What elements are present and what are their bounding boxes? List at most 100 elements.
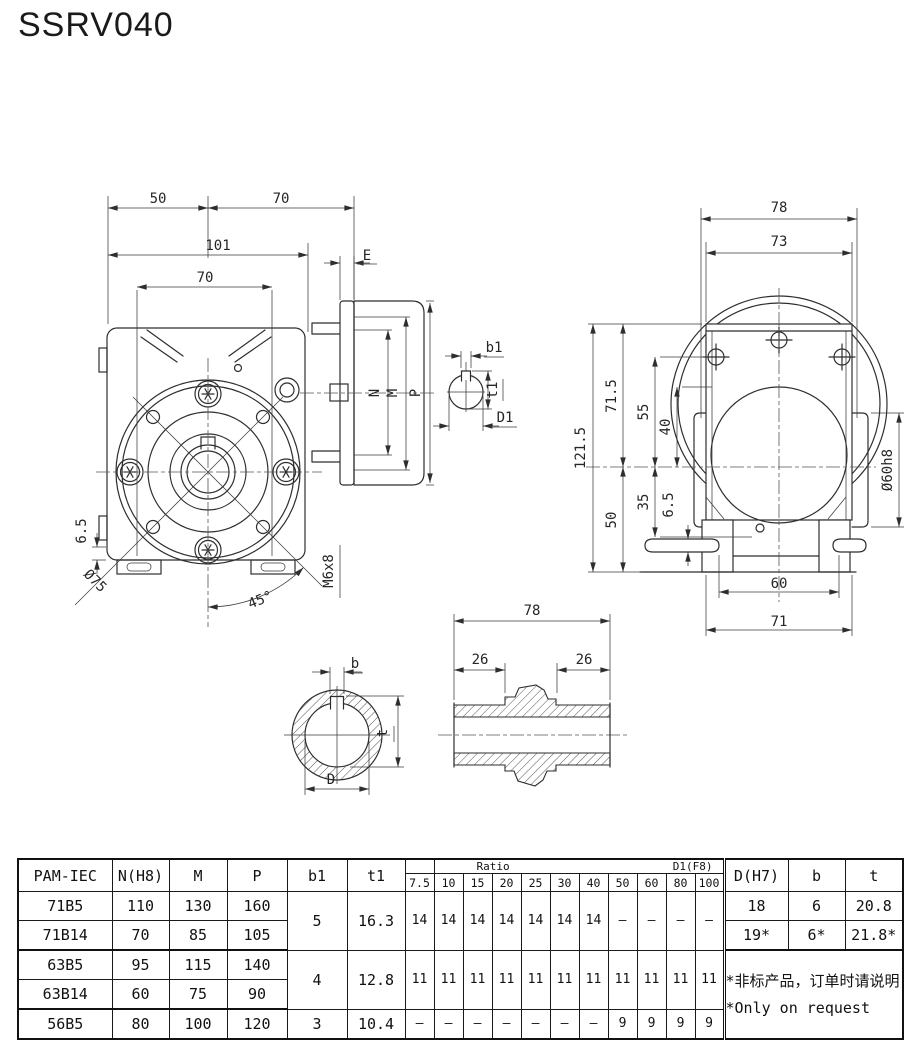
flange-side-view-labels: E N M P [363, 248, 424, 397]
cell-pam: 63B14 [17, 979, 113, 1010]
cell-d1: 14 [520, 891, 551, 951]
dim-side-50: 50 [604, 512, 620, 529]
dim-front-50: 50 [150, 191, 167, 207]
cell-pam: 56B5 [17, 1008, 113, 1040]
cell-t: 20.8 [844, 891, 904, 921]
dim-front-dia75: Ø75 [80, 567, 109, 596]
cell-d-h7: 19* [722, 920, 789, 951]
cell-n: 60 [111, 979, 170, 1010]
dim-front-70-top: 70 [273, 191, 290, 207]
page-title: SSRV040 [18, 6, 174, 44]
dim-front-101: 101 [205, 238, 230, 254]
dim-side-73: 73 [771, 234, 788, 250]
cell-t1: 10.4 [346, 1008, 406, 1040]
dim-side-71: 71 [771, 614, 788, 630]
table-note: *非标产品，订单时请说明 *Only on request [722, 949, 904, 1040]
cell-t1: 16.3 [346, 891, 406, 951]
dim-t1: t1 [485, 382, 501, 399]
cell-d1: — [491, 1008, 522, 1040]
dim-side-40: 40 [658, 419, 674, 436]
cell-d1: 11 [520, 949, 551, 1010]
dim-side-71-5: 71.5 [604, 379, 620, 413]
cell-p: 160 [226, 891, 288, 921]
cell-m: 100 [168, 1008, 228, 1040]
cell-p: 120 [226, 1008, 288, 1040]
cell-d1: — [607, 891, 638, 951]
cell-m: 115 [168, 949, 228, 980]
ratio-col-30: 30 [549, 873, 580, 892]
cell-d1: 14 [433, 891, 464, 951]
cell-d1: 11 [433, 949, 464, 1010]
col-header-p: P [226, 858, 288, 892]
cell-d1: 14 [462, 891, 493, 951]
cell-d1: — [578, 1008, 609, 1040]
spec-table: PAM-IEC N(H8) M P b1 t1 Ratio D1(F8) D(H… [17, 858, 904, 1040]
table-row-71b5: 71B5 110 130 160 5 16.3 14 14 14 14 14 1… [17, 891, 904, 951]
dim-shaft-26-left: 26 [472, 652, 489, 668]
cell-p: 90 [226, 979, 288, 1010]
col-header-t1: t1 [346, 858, 406, 892]
dim-bore-b: b [351, 656, 359, 672]
dim-d1: D1 [497, 410, 514, 426]
ratio-col-15: 15 [462, 873, 493, 892]
dim-e: E [363, 248, 371, 264]
cell-d1: — [404, 1008, 435, 1040]
output-bore-section-lines [284, 667, 404, 795]
dim-p: P [408, 389, 424, 397]
dim-side-60: 60 [771, 576, 788, 592]
cell-d1: 9 [607, 1008, 638, 1040]
dim-bore-t: t [375, 729, 391, 737]
dim-side-35: 35 [636, 494, 652, 511]
cell-b: 6 [787, 891, 846, 921]
ratio-header-spacer [404, 858, 435, 874]
cell-d1: 9 [694, 1008, 725, 1040]
cell-d1: — [694, 891, 725, 951]
cell-m: 85 [168, 920, 228, 951]
ratio-col-60: 60 [636, 873, 667, 892]
col-header-n-h8: N(H8) [111, 858, 170, 892]
ratio-d1f8-header: Ratio D1(F8) [433, 858, 725, 874]
d1f8-header-label: D1(F8) [672, 860, 713, 873]
dim-shaft-78: 78 [524, 603, 541, 619]
dim-front-m6x8: M6x8 [321, 554, 337, 588]
front-view-dimension-labels: 50 70 101 70 6.5 Ø75 45° M6x8 [74, 191, 337, 612]
cell-d1: — [462, 1008, 493, 1040]
hollow-shaft-section-lines [438, 614, 628, 787]
col-header-d-h7: D(H7) [722, 858, 789, 892]
dim-side-6-5: 6.5 [661, 492, 677, 517]
cell-t: 21.8* [844, 920, 904, 951]
dim-side-55: 55 [636, 404, 652, 421]
output-bore-section-labels: b t D [327, 656, 391, 788]
cell-b: 6* [787, 920, 846, 951]
cell-d1: 11 [491, 949, 522, 1010]
note-line-cn: *非标产品，订单时请说明 [725, 972, 900, 991]
cell-p: 105 [226, 920, 288, 951]
cell-b1: 4 [286, 949, 348, 1010]
ratio-header-label: Ratio [476, 860, 510, 873]
cell-p: 140 [226, 949, 288, 980]
cell-d1: — [520, 1008, 551, 1040]
col-header-b1: b1 [286, 858, 348, 892]
cell-d1: 11 [549, 949, 580, 1010]
ratio-col-80: 80 [665, 873, 696, 892]
cell-d1: 14 [549, 891, 580, 951]
cell-d1: 14 [404, 891, 435, 951]
table-row-71b14: 71B14 70 85 105 19* 6* 21.8* [17, 920, 904, 951]
cell-d1: 11 [404, 949, 435, 1010]
cell-d1: 11 [665, 949, 696, 1010]
cell-d1: 11 [607, 949, 638, 1010]
cell-d1: 11 [694, 949, 725, 1010]
side-view-labels: 78 73 121.5 71.5 50 55 35 40 6.5 Ø60h8 6… [573, 200, 896, 630]
cell-n: 70 [111, 920, 170, 951]
cell-d1: 11 [578, 949, 609, 1010]
cell-d1: 9 [636, 1008, 667, 1040]
cell-n: 95 [111, 949, 170, 980]
col-header-pam-iec: PAM-IEC [17, 858, 113, 892]
cell-n: 110 [111, 891, 170, 921]
hollow-shaft-section-labels: 78 26 26 [472, 603, 593, 668]
col-header-b: b [787, 858, 846, 892]
dim-n: N [367, 389, 383, 397]
table-row-56b5: 56B5 80 100 120 3 10.4 — — — — — — — 9 9… [17, 1008, 903, 1040]
ratio-col-100: 100 [694, 873, 725, 892]
cell-pam: 71B14 [17, 920, 113, 951]
